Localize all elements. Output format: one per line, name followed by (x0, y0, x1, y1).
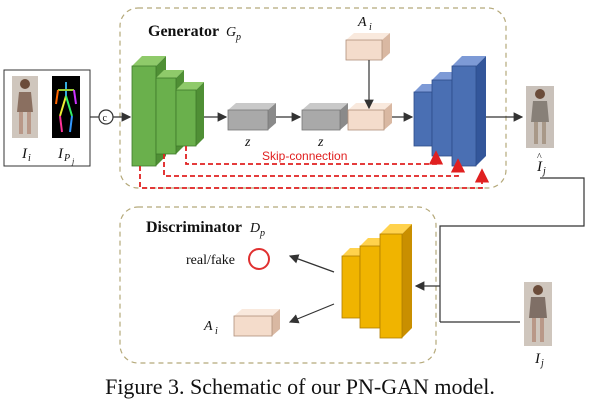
encoder-blocks (131, 56, 204, 167)
output-label: I (536, 159, 543, 175)
output-image (526, 86, 554, 148)
pose-subscript: P (63, 153, 70, 164)
figure-caption: Figure 3. Schematic of our PN-GAN model. (105, 374, 495, 399)
skip-connection-2 (163, 154, 466, 177)
attribute-bottom-block (233, 309, 280, 337)
skip-connections (139, 146, 490, 189)
latent-block-2 (301, 103, 348, 131)
decoder-block-3 (451, 56, 486, 167)
concat-symbol: c (103, 113, 108, 124)
attribute-top-subscript: i (369, 22, 372, 33)
input-image-subscript: i (28, 153, 31, 164)
discriminator-block-3 (379, 224, 412, 339)
attribute-top-symbol: A (357, 15, 367, 30)
latent-label-2: z (317, 135, 324, 150)
target-label: I (534, 351, 541, 367)
skip-connection-3 (139, 166, 490, 189)
latent-block-1 (227, 103, 276, 131)
generator-subscript: p (235, 32, 241, 43)
input-image-label: I (21, 146, 28, 162)
target-image (524, 282, 552, 346)
generator-box (119, 7, 507, 189)
discriminator-blocks (341, 224, 412, 339)
discriminator-subscript: p (259, 228, 265, 239)
encoder-block-3 (175, 82, 204, 147)
skip-connection-label: Skip-connection (262, 149, 347, 163)
real-fake-ring (248, 248, 270, 270)
pose-label: I (57, 146, 64, 162)
generator-title: Generator (148, 23, 219, 40)
output-subscript: j (541, 166, 546, 177)
output-to-discriminator-line (439, 177, 585, 286)
attribute-bottom-symbol: A (203, 319, 213, 334)
pose-subsubscript: j (71, 157, 75, 166)
discriminator-title: Discriminator (146, 219, 242, 236)
real-fake-label: real/fake (186, 253, 235, 268)
attribute-top-block (345, 33, 390, 61)
discriminator-symbol: D (249, 221, 260, 236)
attribute-bottom-subscript: i (215, 326, 218, 337)
input-pose-map (52, 76, 80, 138)
decoder-blocks (413, 56, 486, 167)
attribute-concat-block (347, 103, 392, 131)
discriminator-box (119, 206, 437, 364)
output-hat: ^ (537, 152, 542, 163)
latent-label-1: z (244, 135, 251, 150)
generator-symbol: G (226, 25, 236, 40)
input-person-image (12, 76, 38, 138)
skip-connection-1 (185, 146, 444, 165)
target-subscript: j (539, 358, 544, 369)
